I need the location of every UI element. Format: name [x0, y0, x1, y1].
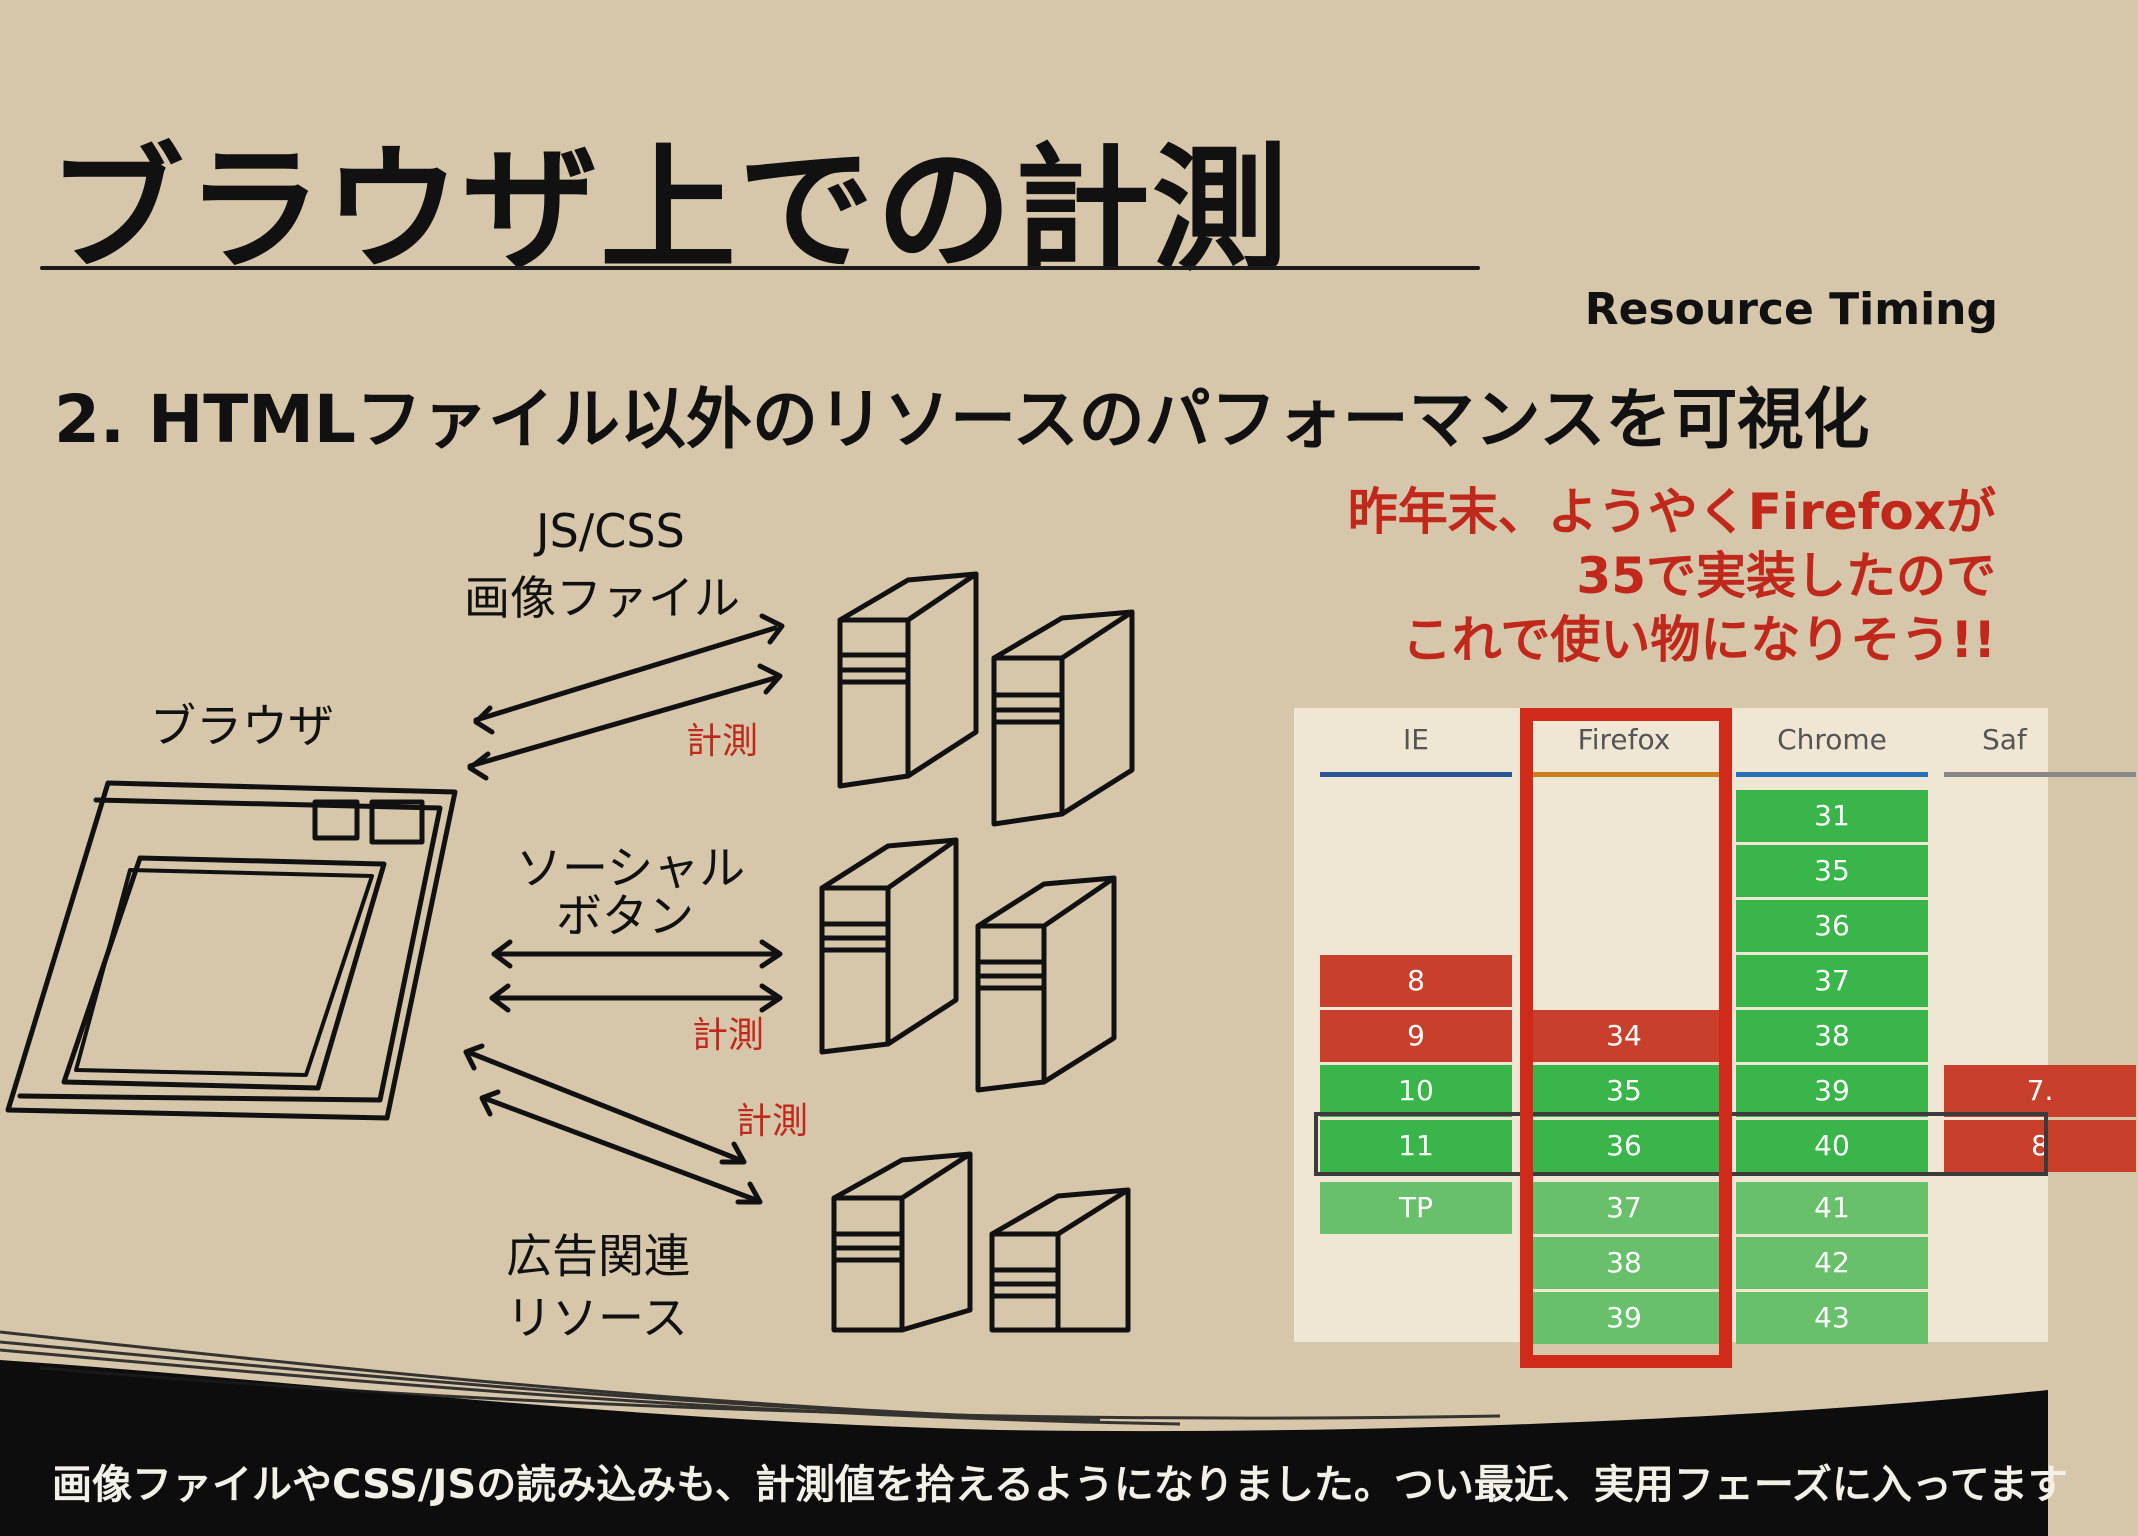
chrome-version-cell-43: 43	[1736, 1292, 1928, 1344]
group1-label-line2: 画像ファイル	[464, 571, 740, 625]
column-header-chrome: Chrome	[1777, 723, 1887, 756]
chrome-version-cell-41: 41	[1736, 1182, 1928, 1234]
chrome-version-cell-36: 36	[1736, 900, 1928, 952]
column-header-firefox: Firefox	[1577, 723, 1671, 756]
measure-label-1: 計測	[686, 721, 759, 762]
group2-label-line1: ソーシャル	[516, 841, 746, 895]
safari-version-cell-7.: 7.	[1944, 1065, 2136, 1117]
arrows-group-3	[463, 1043, 763, 1205]
chrome-version-cell-39: 39	[1736, 1065, 1928, 1117]
arrows-group-1	[467, 613, 785, 781]
column-bar-firefox	[1528, 772, 1720, 777]
column-chrome: Chrome	[1734, 708, 1930, 777]
group3-label-line2: リソース	[506, 1291, 688, 1345]
slide: ブラウザ上での計測 Resource Timing 2. HTMLファイル以外の…	[0, 132, 2136, 1536]
ie-version-cell-11: 11	[1320, 1120, 1512, 1172]
arrows-group-2	[489, 939, 783, 1013]
server-icons-3	[831, 1151, 1131, 1333]
column-bar-safari	[1944, 772, 2136, 777]
measure-label-3: 計測	[736, 1101, 809, 1142]
column-header-safari: Saf	[1982, 723, 2027, 756]
ie-version-cell-10: 10	[1320, 1065, 1512, 1117]
safari-version-cell-8: 8	[1944, 1120, 2136, 1172]
column-bar-chrome	[1736, 772, 1928, 777]
firefox-version-cell-34: 34	[1528, 1010, 1720, 1062]
topic-label: Resource Timing	[1584, 284, 1998, 335]
brush-stroke-band	[0, 1330, 2048, 1536]
chrome-version-cell-40: 40	[1736, 1120, 1928, 1172]
column-header-ie: IE	[1403, 723, 1429, 756]
server-icons-2	[819, 837, 1117, 1093]
ie-version-cell-TP: TP	[1320, 1182, 1512, 1234]
chrome-version-cell-38: 38	[1736, 1010, 1928, 1062]
current-version-row	[1314, 1112, 2048, 1176]
column-ie: IE	[1318, 708, 1514, 777]
server-icons-1	[837, 571, 1135, 827]
firefox-version-cell-39: 39	[1528, 1292, 1720, 1344]
callout-line-3: これで使い物になりそう!!	[1401, 611, 1996, 669]
group3-label-line1: 広告関連	[506, 1229, 690, 1283]
column-safari: Saf	[1942, 708, 2138, 777]
group2-label-line2: ボタン	[556, 889, 694, 943]
chrome-version-cell-37: 37	[1736, 955, 1928, 1007]
chrome-version-cell-31: 31	[1736, 790, 1928, 842]
callout: 昨年末、ようやくFirefoxが 35で実装したので これで使い物になりそう!!	[1348, 480, 1996, 672]
firefox-version-cell-37: 37	[1528, 1182, 1720, 1234]
chrome-version-cell-42: 42	[1736, 1237, 1928, 1289]
firefox-highlight-frame	[1520, 708, 1732, 1368]
title-underline	[40, 266, 1480, 270]
column-bar-ie	[1320, 772, 1512, 777]
browser-window-icon	[5, 780, 458, 1121]
measure-label-2: 計測	[692, 1015, 765, 1056]
column-firefox: Firefox	[1526, 708, 1722, 777]
slide-subtitle: 2. HTMLファイル以外のリソースのパフォーマンスを可視化	[54, 381, 1870, 458]
callout-line-1: 昨年末、ようやくFirefoxが	[1347, 483, 1996, 541]
firefox-version-cell-38: 38	[1528, 1237, 1720, 1289]
callout-line-2: 35で実装したので	[1576, 547, 1996, 605]
browser-label: ブラウザ	[150, 699, 334, 753]
group1-label-line1: JS/CSS	[536, 504, 685, 558]
ie-version-cell-8: 8	[1320, 955, 1512, 1007]
resource-diagram	[5, 571, 1135, 1333]
firefox-version-cell-36: 36	[1528, 1120, 1720, 1172]
firefox-version-cell-35: 35	[1528, 1065, 1720, 1117]
ie-version-cell-9: 9	[1320, 1010, 1512, 1062]
slide-title: ブラウザ上での計測	[48, 132, 1290, 290]
footer-caption: 画像ファイルやCSS/JSの読み込みも、計測値を拾えるようになりました。つい最近…	[52, 1462, 2068, 1508]
chrome-version-cell-35: 35	[1736, 845, 1928, 897]
